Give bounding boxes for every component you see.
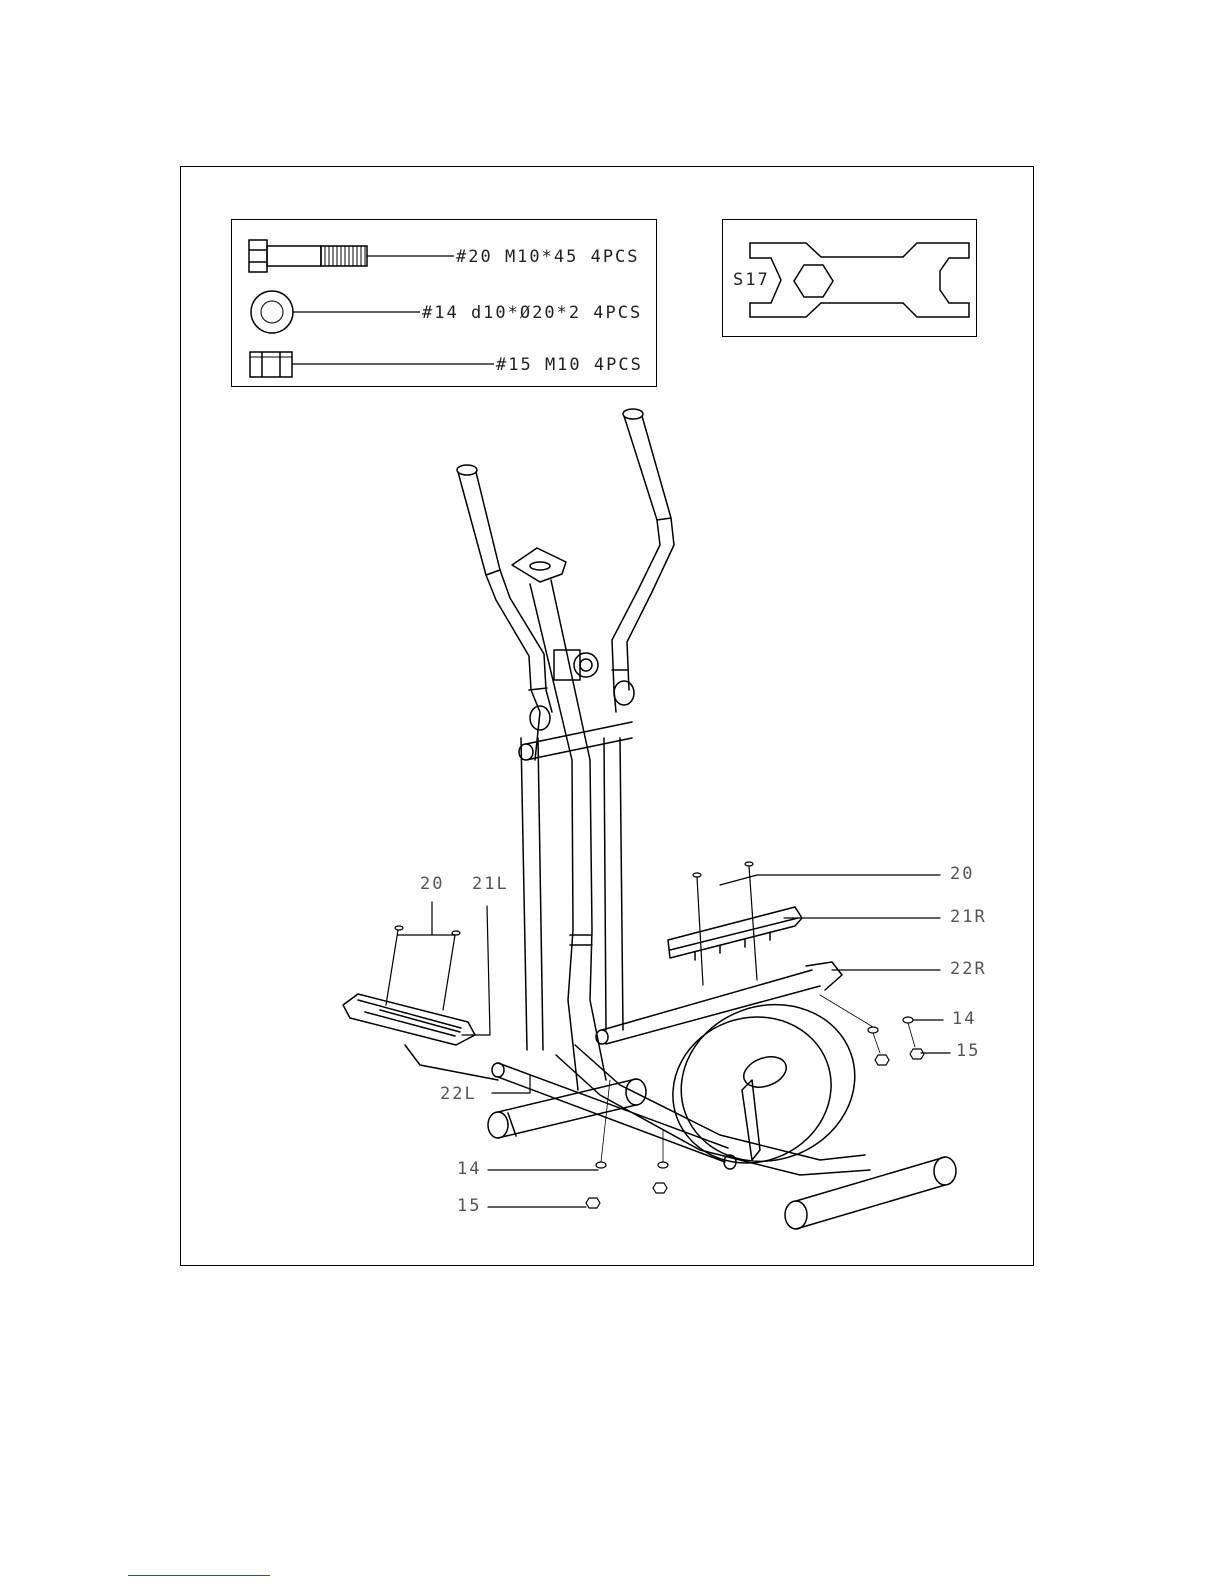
callout-washer-left: 14 [457, 1161, 481, 1178]
callout-bolt-left: 20 [420, 876, 444, 893]
left-pedal-bolts [386, 926, 460, 1010]
rear-stabilizer [785, 1157, 956, 1229]
right-handlebar [604, 409, 674, 1030]
callout-arm-right: 22R [950, 961, 987, 978]
flywheel-cover [652, 981, 877, 1186]
callout-arm-left: 22L [440, 1086, 477, 1103]
tension-knob-icon [554, 650, 598, 680]
right-pedal [668, 907, 802, 960]
callout-leader-lines [398, 875, 950, 1207]
callout-washer-right: 14 [952, 1011, 976, 1028]
left-pedal [343, 994, 475, 1045]
callout-nut-right: 15 [956, 1043, 980, 1060]
right-pedal-arm [596, 962, 842, 1044]
callout-pedal-left: 21L [472, 876, 509, 893]
footer-link-underline[interactable] [128, 1575, 270, 1576]
right-pedal-bolts [693, 862, 757, 985]
callout-pedal-right: 21R [950, 909, 987, 926]
callout-nut-left: 15 [457, 1198, 481, 1215]
callout-bolt-right: 20 [950, 866, 974, 883]
